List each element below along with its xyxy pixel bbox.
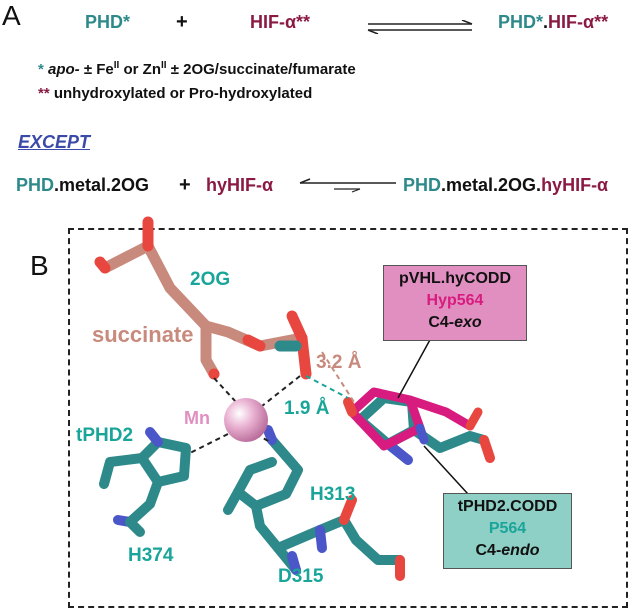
note2-text: unhydroxylated or Pro-hydroxylated bbox=[49, 85, 313, 102]
eq2-left: PHD.metal.2OG bbox=[16, 175, 149, 196]
tphd2-box-line2: P564 bbox=[488, 520, 527, 537]
eq1-hif: HIF-α** bbox=[250, 12, 311, 32]
eq2-complex: PHD.metal.2OG.hyHIF-α bbox=[403, 175, 608, 196]
eq2-complex-hyhif: hyHIF-α bbox=[541, 175, 609, 195]
eq2-plus: + bbox=[179, 174, 191, 196]
pvhl-box-line2: Hyp564 bbox=[426, 292, 484, 309]
eq1-phd: PHD* bbox=[85, 12, 131, 32]
tphd2-box-endo: endo bbox=[501, 542, 540, 559]
eq1-complex-phd: PHD* bbox=[498, 12, 544, 32]
active-site-structure bbox=[94, 216, 495, 581]
proline-rings bbox=[343, 387, 495, 465]
label-h313: H313 bbox=[310, 484, 356, 505]
label-distance-1-9: 1.9 Å bbox=[284, 398, 330, 419]
note1-apo: apo- bbox=[48, 61, 80, 78]
tphd2-codd-box: tPHD2.CODD P564 C4-endo bbox=[443, 493, 572, 569]
note2-stars: ** bbox=[38, 85, 50, 102]
pvhl-box-exo: exo bbox=[454, 314, 482, 331]
eq2-left-metal: .metal.2OG bbox=[54, 175, 150, 195]
label-mn: Mn bbox=[184, 408, 210, 428]
tphd2-callout-line bbox=[423, 445, 469, 495]
note1-cosub: ± 2OG/succinate/fumarate bbox=[166, 61, 356, 78]
note-1: * apo- ± FeII or ZnII ± 2OG/succinate/fu… bbox=[38, 60, 356, 78]
eq1-complex: PHD*.HIF-α** bbox=[498, 12, 608, 33]
equilibrium-arrow-reverse bbox=[299, 178, 396, 193]
his374-residue bbox=[99, 427, 191, 537]
label-2og: 2OG bbox=[190, 269, 231, 290]
except-heading: EXCEPT bbox=[18, 132, 91, 152]
label-succinate: succinate bbox=[92, 322, 194, 347]
equilibrium-arrow bbox=[367, 20, 473, 34]
pvhl-hycodd-box: pVHL.hyCODD Hyp564 C4-exo bbox=[383, 265, 527, 341]
note1-fe: ± Fe bbox=[79, 61, 114, 78]
his313-asp315-residues bbox=[223, 425, 405, 581]
note1-sup2: II bbox=[161, 60, 167, 71]
tphd2-box-line3: C4-endo bbox=[444, 540, 571, 562]
note1-sup1: II bbox=[113, 60, 120, 71]
eq2-complex-metal: .metal.2OG. bbox=[441, 175, 542, 195]
label-distance-3-2: 3.2 Å bbox=[316, 352, 362, 373]
eq2-hyhif: hyHIF-α bbox=[206, 175, 274, 195]
succinate-molecule bbox=[94, 216, 312, 380]
note1-zn: or Zn bbox=[119, 61, 161, 78]
label-d315: D315 bbox=[278, 566, 324, 587]
note1-star: * bbox=[38, 61, 44, 78]
tphd2-box-c4: C4- bbox=[475, 542, 502, 559]
tphd2-box-line1: tPHD2.CODD bbox=[457, 498, 558, 515]
eq1-plus: + bbox=[176, 11, 188, 33]
pvhl-box-line1: pVHL.hyCODD bbox=[399, 270, 511, 287]
eq2-complex-phd: PHD bbox=[403, 175, 442, 195]
label-h374: H374 bbox=[128, 545, 174, 566]
panel-b-label: B bbox=[30, 250, 49, 281]
pvhl-box-c4: C4- bbox=[428, 314, 455, 331]
note-2: ** unhydroxylated or Pro-hydroxylated bbox=[38, 85, 312, 102]
eq2-left-phd: PHD bbox=[16, 175, 55, 195]
mn-ion bbox=[224, 398, 268, 442]
eq1-complex-hif: HIF-α** bbox=[548, 12, 609, 32]
eq1-complex-dot: . bbox=[543, 12, 549, 32]
pvhl-box-line3: C4-exo bbox=[384, 312, 526, 334]
panel-a-label: A bbox=[2, 0, 21, 31]
label-tphd2: tPHD2 bbox=[76, 425, 134, 446]
